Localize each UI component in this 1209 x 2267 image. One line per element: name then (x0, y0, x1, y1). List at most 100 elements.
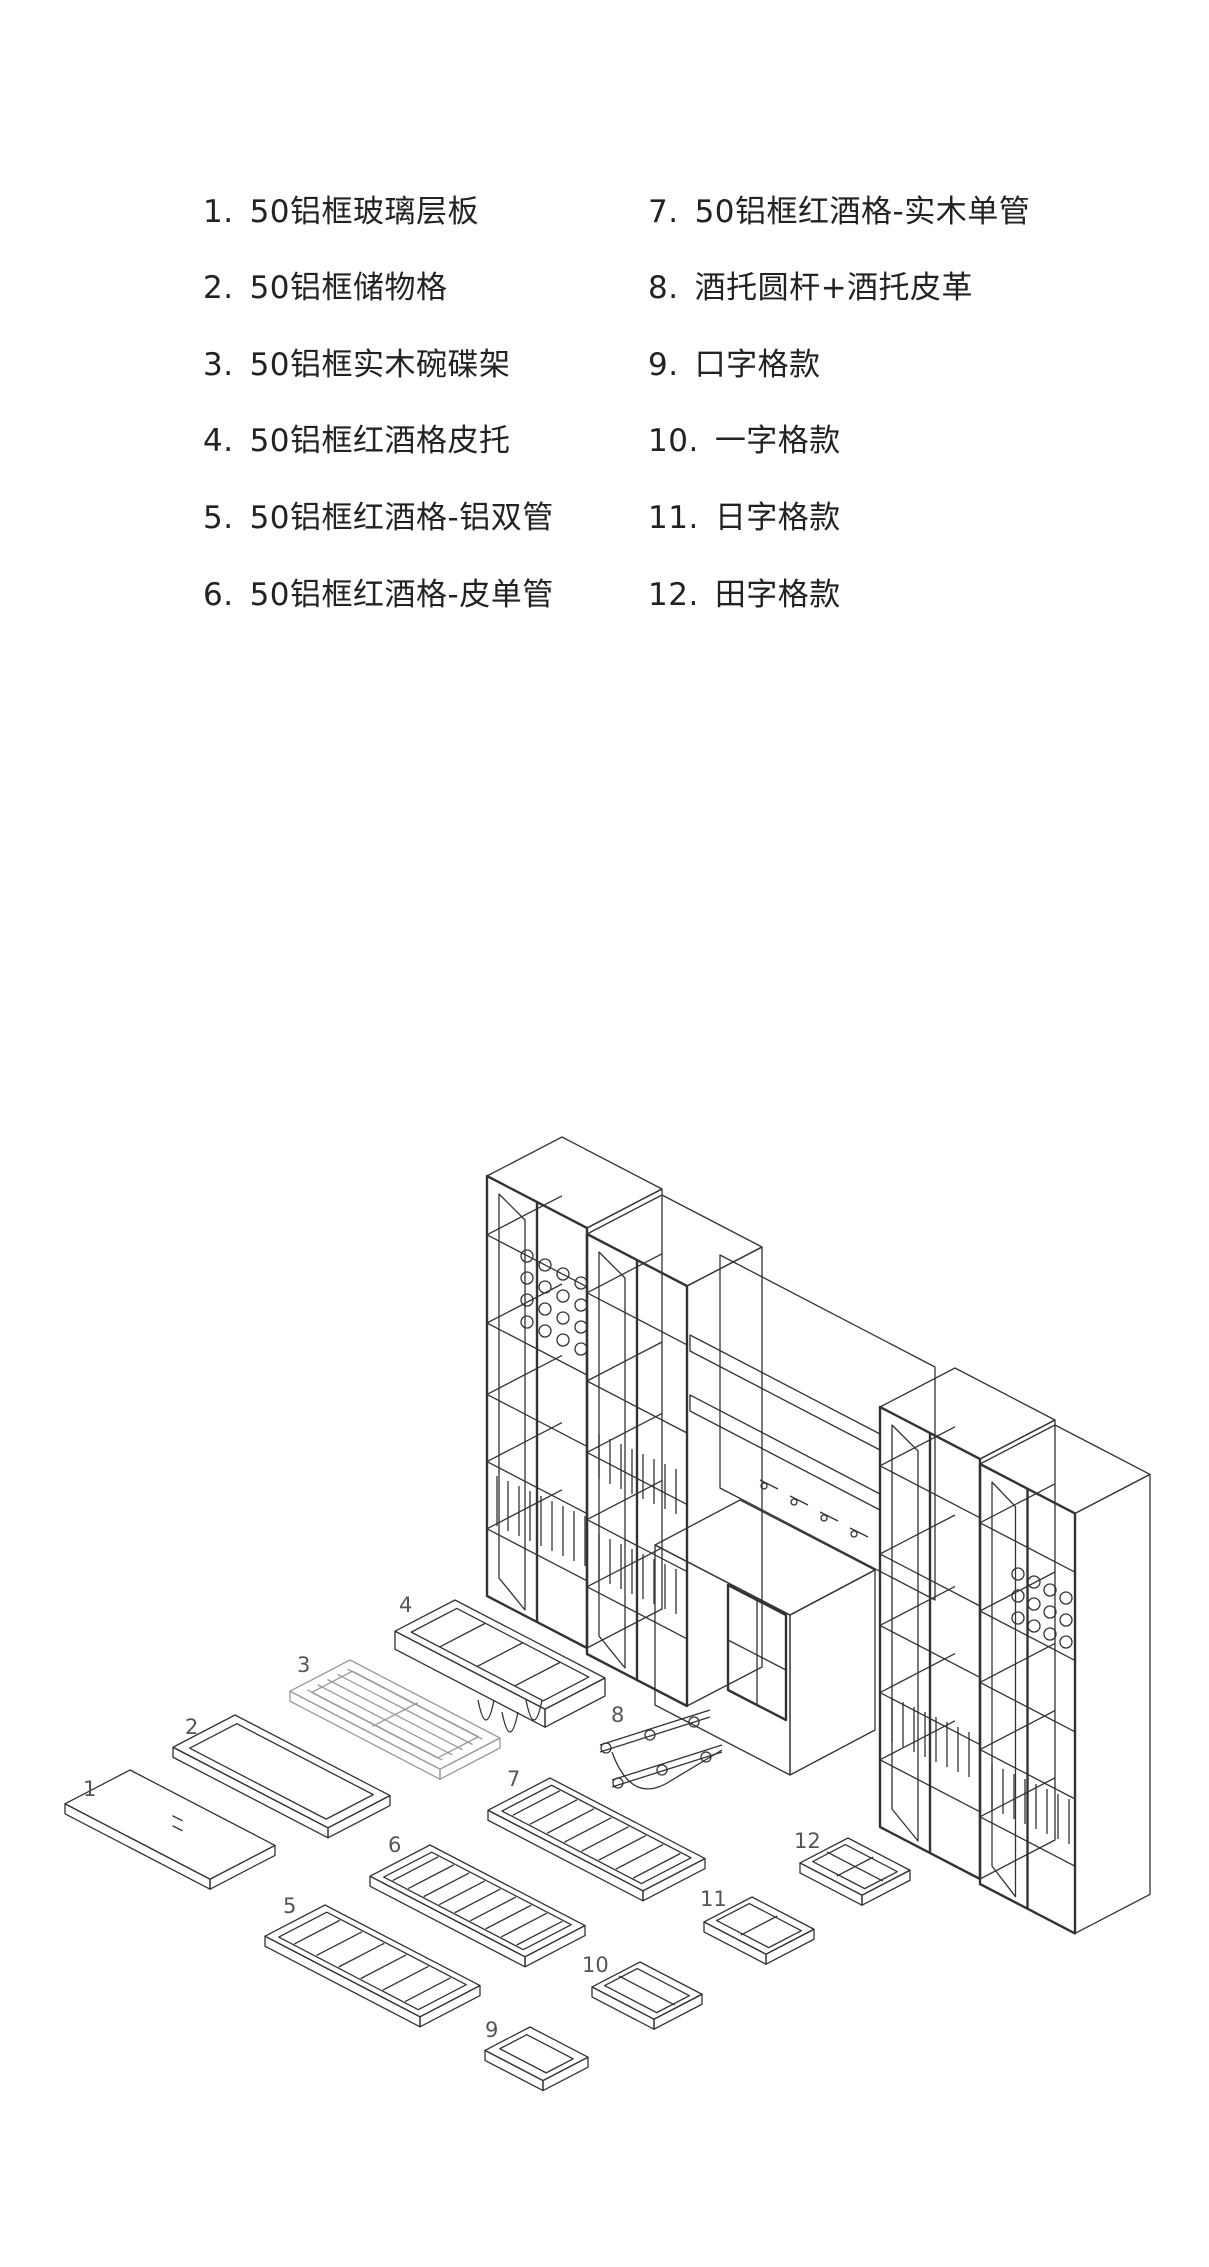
part-5-aluminum-double-tube-front (264, 1935, 421, 2028)
right-cabinet-a-shelf-depth (879, 1720, 956, 1761)
part-5-aluminum-double-tube-slat (338, 1942, 385, 1968)
wine-bottle-end (574, 1342, 588, 1356)
hook-rail (819, 1511, 839, 1522)
hook (790, 1498, 798, 1506)
part-4-leather-wine-holder-inner-rim (410, 1607, 590, 1702)
part-7-wood-single-tube-slat (529, 1799, 578, 1825)
part-label-1: 1 (83, 1777, 96, 1801)
wine-bottle-end (538, 1324, 552, 1338)
part-7-wood-single-tube-slat (564, 1817, 612, 1843)
part-label-2: 2 (185, 1715, 198, 1739)
part-1-glass-shelf-top (64, 1769, 276, 1880)
part-6-leather-single-tube-slat (485, 1904, 532, 1930)
part-3-dish-rack-divider (371, 1702, 419, 1728)
left-cabinet-a-shelf (486, 1393, 588, 1447)
left-cabinet-b-shelf (586, 1451, 688, 1505)
wine-bottle-end (574, 1320, 588, 1334)
wine-bottle-end (556, 1311, 570, 1325)
part-4-leather-wine-holder-slat (514, 1661, 561, 1687)
wine-bottle-end (1011, 1611, 1025, 1625)
right-cabinet-a-left-glass (891, 1424, 919, 1842)
wine-bottle-end (520, 1315, 534, 1329)
left-cabinet-b-shelf-depth (586, 1547, 663, 1588)
part-5-aluminum-double-tube-slat (316, 1931, 363, 1957)
part-6-leather-single-tube-slat (392, 1856, 439, 1882)
right-cabinet-b-shelf (979, 1749, 1076, 1800)
part-12-cross-divider-front (799, 1862, 863, 1906)
left-cabinet-a-shelf-depth (486, 1195, 563, 1236)
part-9-square-frame-side (542, 2056, 589, 2092)
part-6-leather-single-tube-side (524, 1924, 586, 1968)
part-4-leather-loops (477, 1699, 543, 1733)
right-cabinet-b-side (1074, 1473, 1151, 1935)
part-label-6: 6 (388, 1833, 401, 1857)
right-cabinet-a-top (879, 1367, 1056, 1460)
legend-item-5: 5.50铝框红酒格-铝双管 (203, 500, 554, 536)
part-7-wood-single-tube-top (487, 1777, 706, 1892)
legend-item-10: 10.一字格款 (648, 423, 841, 459)
part-label-3: 3 (297, 1653, 310, 1677)
part-9-square-frame-inner-rim (499, 2034, 574, 2074)
part-labels: 1 2 3 4 5 6 7 8 9 10 11 12 (83, 1593, 821, 2042)
wine-bottle-end (1043, 1627, 1057, 1641)
bar-upper (599, 1709, 711, 1746)
counter-side (789, 1569, 876, 1776)
part-10-single-divider-inner-rim (603, 1967, 691, 2014)
wine-bottle-end (520, 1293, 534, 1307)
part-7-wood-single-tube-slat (632, 1852, 681, 1879)
right-cabinet-a-shelf (879, 1465, 981, 1519)
legend-item-12: 12.田字格款 (648, 577, 841, 613)
part-label-5: 5 (283, 1894, 296, 1918)
part-6-leather-single-tube-inner-rim (383, 1851, 572, 1951)
part-1-glass-shelf-front (64, 1803, 211, 1890)
left-cabinet-b-shelf-depth (586, 1341, 663, 1382)
wine-bottle-end (556, 1289, 570, 1303)
part-6-leather-single-tube-slat (469, 1896, 517, 1922)
legend-item-3: 3.50铝框实木碗碟架 (203, 347, 511, 383)
right-cabinet-a-shelf-depth (879, 1514, 956, 1555)
left-cabinet-a-shelf (486, 1234, 588, 1288)
wine-bottle-end (1059, 1591, 1073, 1605)
left-cabinet-a-shelf-depth (486, 1489, 563, 1530)
hook (850, 1530, 858, 1538)
legend-item-9: 9.口字格款 (648, 347, 821, 383)
legend-item-7: 7.50铝框红酒格-实木单管 (648, 194, 1031, 230)
right-cabinet-a-shelf (879, 1553, 981, 1607)
right-cabinet-a-shelf (879, 1759, 981, 1813)
part-6-leather-single-tube-slat (516, 1920, 563, 1946)
wine-bottle-end (538, 1258, 552, 1272)
bar-end-cap (600, 1742, 612, 1754)
counter-front (654, 1544, 791, 1776)
wine-bottle-end (556, 1267, 570, 1281)
part-4-leather-wine-holder (394, 1599, 606, 1728)
part-6-leather-single-tube-front (369, 1875, 526, 1968)
part-label-10: 10 (582, 1953, 609, 1977)
legend-item-8: 8.酒托圆杆+酒托皮革 (648, 270, 974, 306)
part-4-leather-wine-holder-slat (476, 1642, 524, 1668)
wine-bottle-end (556, 1333, 570, 1347)
wine-bottle-end (1043, 1605, 1057, 1619)
hook (760, 1482, 768, 1490)
part-11-double-divider-side (765, 1928, 815, 1965)
left-cabinet-b-top (586, 1194, 763, 1287)
part-7-wood-single-tube-slat (615, 1843, 664, 1870)
part-7-wood-single-tube-side (642, 1857, 706, 1902)
left-cabinet-a-shelf (486, 1461, 588, 1515)
legend: 1.50铝框玻璃层板 2.50铝框储物格 3.50铝框实木碗碟架 4.50铝框红… (0, 0, 1209, 700)
left-cabinet-b-shelf (586, 1586, 688, 1640)
middle-wall-unit (654, 1254, 936, 1776)
part-12-cross-divider (799, 1837, 911, 1906)
part-6-leather-single-tube-slat (438, 1880, 486, 1906)
part-5-aluminum-double-tube-top (264, 1904, 481, 2018)
right-cabinet-b-shelf (979, 1610, 1076, 1661)
hook-rail (789, 1495, 809, 1506)
part-3-dish-rack-side (439, 1737, 501, 1780)
part-4-leather-wine-holder-side (544, 1677, 606, 1728)
wine-bottle-end (1011, 1567, 1025, 1581)
part-4-leather-wine-holder-slat (439, 1622, 486, 1648)
bar-end-cap (612, 1777, 624, 1789)
part-7-wood-single-tube-slat (512, 1790, 561, 1816)
part-2-storage-tray-top (172, 1714, 391, 1829)
legend-item-1: 1.50铝框玻璃层板 (203, 194, 480, 230)
part-5-aluminum-double-tube-inner-rim (278, 1911, 467, 2011)
